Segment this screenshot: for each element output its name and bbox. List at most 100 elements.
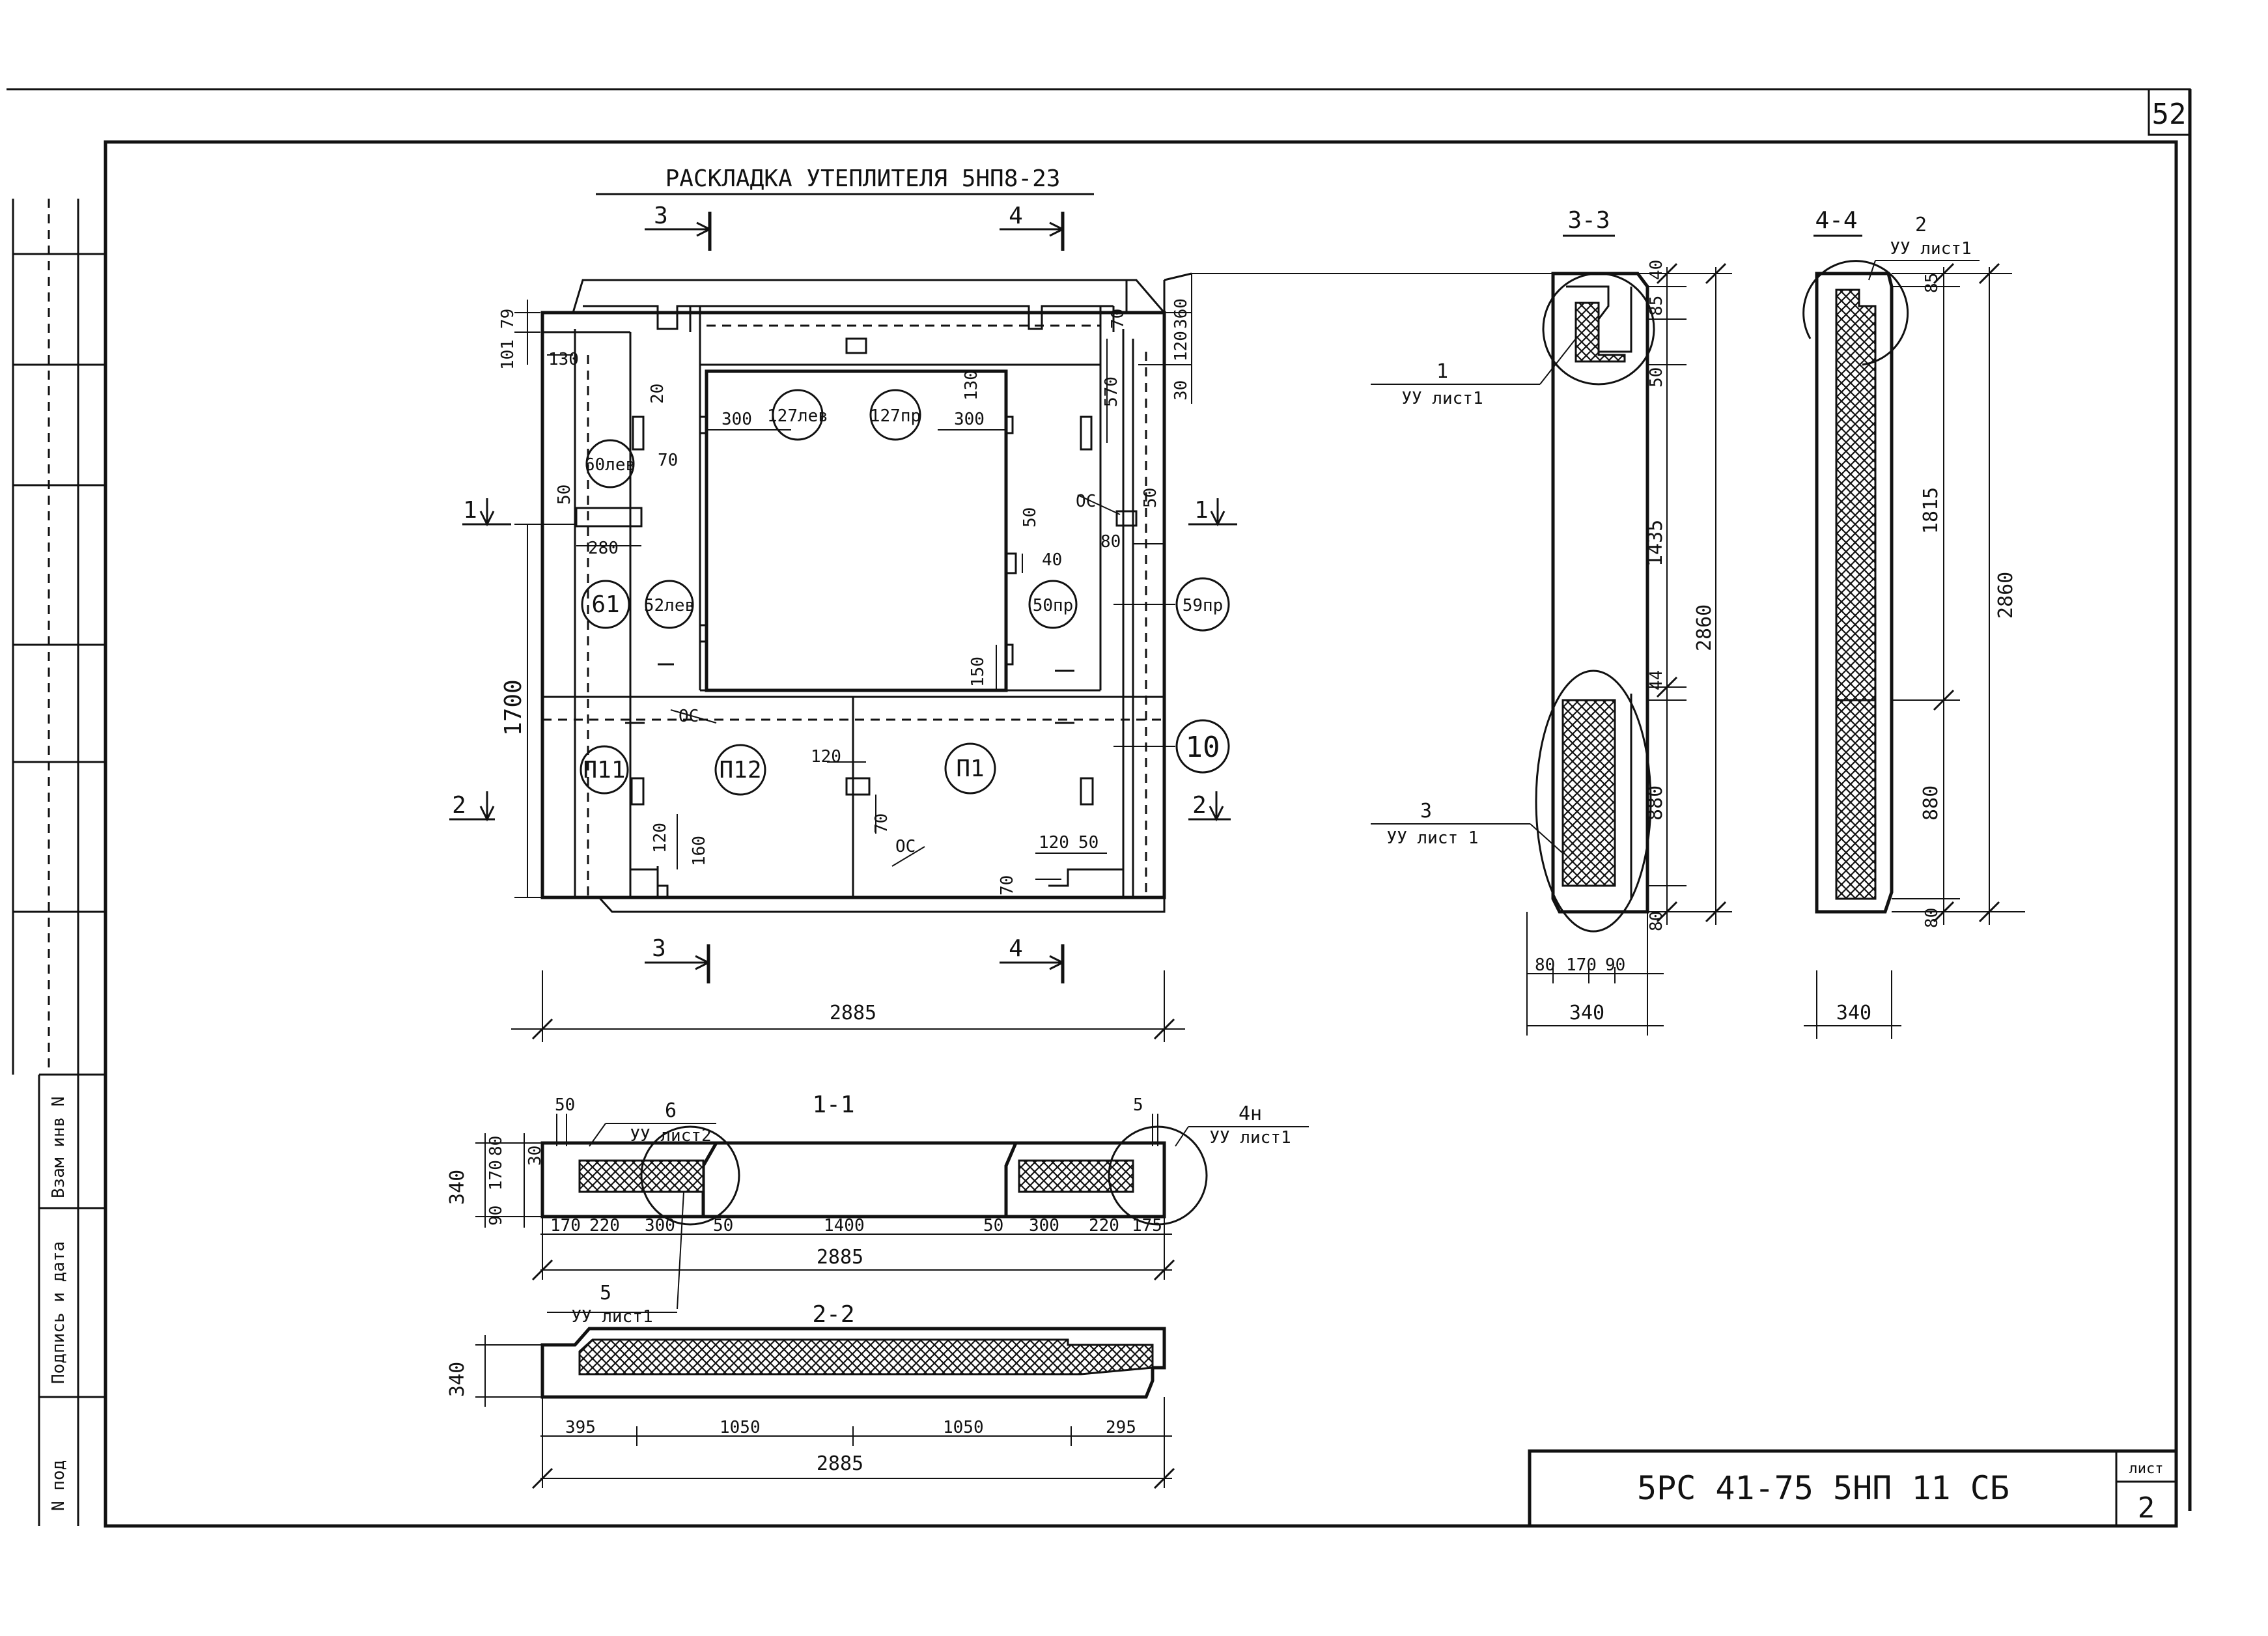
- side-stamp: [12, 199, 105, 1526]
- s11-bottom-170: 170: [550, 1216, 581, 1235]
- sheet-frame: [7, 88, 2192, 1528]
- marker-60lev: 60лев: [585, 455, 636, 475]
- dim-150: 150: [968, 656, 988, 687]
- s11-height-80: 80: [486, 1136, 506, 1156]
- dim-130-left: 130: [548, 350, 579, 369]
- dim-30-top: 30: [1171, 380, 1191, 401]
- section-3-3-geometry: [1371, 262, 1732, 1036]
- s11-height-340: 340: [446, 1170, 469, 1205]
- dim-120-bottom-right: 120: [1039, 833, 1069, 853]
- s11-bottom-50-left: 50: [713, 1216, 733, 1235]
- cut-label-3-top: 3: [654, 203, 668, 229]
- dim-70-bottom: 70: [998, 875, 1017, 896]
- s22-bottom-295: 295: [1106, 1418, 1136, 1437]
- note-os-right: ОС: [1076, 492, 1096, 511]
- dim-160: 160: [690, 836, 709, 866]
- dim-120-top: 120: [1171, 331, 1191, 361]
- dim-80: 80: [1100, 532, 1121, 552]
- marker-127pr: 127пр: [870, 406, 921, 426]
- s11-bottom-175: 175: [1132, 1216, 1162, 1235]
- dim-300-right: 300: [954, 410, 985, 429]
- section-4-4-title: 4-4: [1815, 207, 1857, 234]
- dim-50-left: 50: [555, 485, 574, 505]
- dim-70-top-right: 70: [1108, 309, 1128, 329]
- dim-130-right: 130: [962, 370, 981, 401]
- callout-3-sheet: УУ лист 1: [1387, 828, 1479, 848]
- s33-right-80: 80: [1647, 911, 1666, 931]
- s11-dim-5-top: 5: [1133, 1095, 1143, 1115]
- marker-circle-p1: [944, 742, 996, 795]
- callout-5-num: 5: [600, 1282, 611, 1305]
- dim-79: 79: [498, 309, 518, 329]
- s22-height-340: 340: [446, 1362, 469, 1397]
- dim-1700: 1700: [500, 679, 527, 736]
- marker-circle-61: [581, 580, 630, 629]
- page-number: 52: [2152, 98, 2187, 131]
- s11-bottom-220-left: 220: [589, 1216, 620, 1235]
- s11-dim-50-top: 50: [555, 1095, 575, 1115]
- s11-bottom-50-right: 50: [983, 1216, 1003, 1235]
- s33-bottom-80: 80: [1535, 955, 1555, 975]
- marker-circle-52lev: [645, 580, 694, 629]
- callout-4n-sheet: УУ лист1: [1209, 1128, 1291, 1148]
- s44-right-80: 80: [1922, 908, 1942, 928]
- marker-circle-59pr: [1175, 577, 1230, 632]
- title-block-code: 5РС 41-75 5НП 11 СБ: [1637, 1469, 2009, 1507]
- dim-70-mid: 70: [872, 813, 891, 834]
- s22-bottom-1050-left: 1050: [720, 1418, 761, 1437]
- dim-280: 280: [588, 539, 619, 558]
- plan-section-cuts: [449, 212, 1237, 983]
- cut-label-1-right: 1: [1194, 497, 1209, 524]
- section-1-1-title: 1-1: [812, 1092, 854, 1118]
- dim-50-mid: 50: [1020, 507, 1040, 528]
- section-4-4-geometry: [1802, 260, 2025, 1039]
- title-block-list-label: лист: [2129, 1461, 2164, 1477]
- dim-300-left: 300: [721, 410, 752, 429]
- dim-120-bottom-left: 120: [651, 823, 670, 853]
- s33-bottom-170: 170: [1566, 955, 1597, 975]
- s33-bottom-90: 90: [1605, 955, 1625, 975]
- marker-circle-50pr: [1028, 580, 1078, 629]
- callout-6-num: 6: [665, 1099, 677, 1122]
- marker-127lev: 127лев: [767, 406, 828, 426]
- callout-1-num: 1: [1436, 360, 1448, 383]
- s11-bottom-220-right: 220: [1089, 1216, 1119, 1235]
- section-1-1-geometry: [475, 1114, 1309, 1313]
- callout-4n-num: 4н: [1239, 1103, 1262, 1125]
- dim-360: 360: [1171, 298, 1191, 329]
- marker-59pr: 59пр: [1183, 596, 1224, 615]
- marker-52lev: 52лев: [644, 596, 695, 615]
- callout-2-num: 2: [1915, 214, 1927, 236]
- marker-circle-p11: [580, 745, 629, 795]
- s44-total-2860: 2860: [1995, 572, 2017, 619]
- marker-p11: П11: [583, 757, 625, 783]
- s11-bottom-1400: 1400: [824, 1216, 865, 1235]
- dim-50-bottom: 50: [1078, 833, 1099, 853]
- dim-20: 20: [648, 384, 667, 404]
- dim-570: 570: [1102, 376, 1121, 407]
- marker-circle-127pr: [869, 389, 921, 441]
- section-2-2-geometry: [475, 1327, 1175, 1489]
- dim-120-mid: 120: [811, 747, 841, 767]
- s11-height-170: 170: [486, 1160, 506, 1191]
- marker-circle-60lev: [585, 439, 635, 488]
- s44-right-880: 880: [1920, 785, 1942, 821]
- cut-label-3-bottom: 3: [652, 935, 666, 962]
- dim-40: 40: [1042, 550, 1062, 570]
- s11-bottom-300-right: 300: [1029, 1216, 1059, 1235]
- s33-width-340: 340: [1569, 1002, 1604, 1024]
- stamp-label-sign: Подпись и дата: [49, 1241, 68, 1384]
- s33-right-50: 50: [1647, 367, 1666, 388]
- s11-bottom-300-left: 300: [645, 1216, 675, 1235]
- plan-outline: [540, 272, 1706, 913]
- marker-circle-10: [1175, 719, 1230, 774]
- plan-title: РАСКЛАДКА УТЕПЛИТЕЛЯ 5НП8-23: [665, 165, 1061, 192]
- cut-label-2-right: 2: [1192, 792, 1207, 819]
- s33-right-880: 880: [1644, 785, 1667, 821]
- callout-3-num: 3: [1420, 800, 1432, 823]
- s22-bottom-395: 395: [565, 1418, 596, 1437]
- note-os-left: ОС: [679, 707, 699, 726]
- s22-bottom-1050-right: 1050: [943, 1418, 984, 1437]
- stamp-label-inv: Взам инв N: [49, 1096, 68, 1198]
